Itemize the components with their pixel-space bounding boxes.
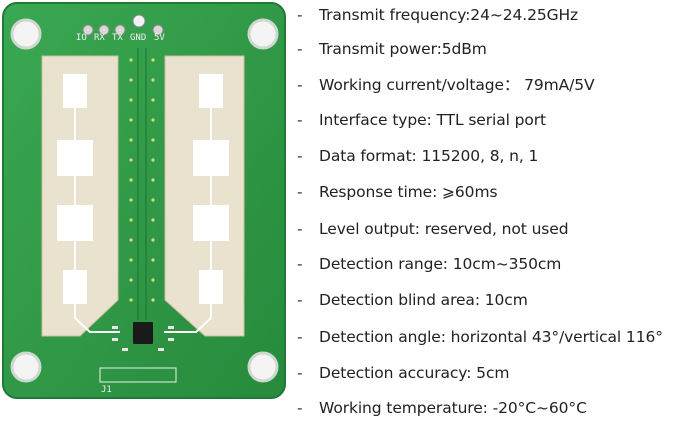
svg-text:J1: J1 — [101, 385, 112, 395]
spec-text: Detection blind area: 10cm — [319, 291, 528, 309]
spec-item-detection-range: -Detection range: 10cm~350cm — [297, 253, 561, 275]
via-rows — [129, 58, 155, 302]
center-traces — [137, 48, 147, 320]
antenna-area-right — [164, 55, 245, 337]
spec-text: Level output: reserved, not used — [319, 220, 569, 238]
spec-item-transmit-power: -Transmit power:5dBm — [297, 38, 487, 60]
spec-item-level-output: -Level output: reserved, not used — [297, 218, 569, 240]
list-dash: - — [297, 399, 303, 417]
header-pins — [82, 14, 164, 36]
spec-item-detection-blind-area: -Detection blind area: 10cm — [297, 289, 528, 311]
mounting-hole-bl — [10, 351, 42, 383]
list-dash: - — [297, 328, 303, 346]
radar-module-photo: IO RX TX GND 5V — [2, 2, 286, 399]
spec-item-detection-angle: -Detection angle: horizontal 43°/vertica… — [297, 326, 663, 348]
list-dash: - — [297, 76, 303, 94]
mounting-hole-br — [247, 351, 279, 383]
spec-item-data-format: -Data format: 115200, 8, n, 1 — [297, 145, 538, 167]
mounting-hole-tl — [10, 18, 42, 50]
spec-text: Response time: ⩾60ms — [319, 183, 498, 201]
spec-item-interface-type: -Interface type: TTL serial port — [297, 109, 546, 131]
svg-text:5V: 5V — [154, 33, 165, 43]
list-dash: - — [297, 364, 303, 382]
list-dash: - — [297, 147, 303, 165]
chip-components — [112, 326, 174, 351]
spec-text: Interface type: TTL serial port — [319, 111, 547, 129]
antenna-chain-left — [57, 74, 120, 333]
spec-text: Transmit frequency:24~24.25GHz — [319, 6, 579, 24]
spec-text: Data format: 115200, 8, n, 1 — [319, 147, 539, 165]
svg-text:GND: GND — [130, 33, 146, 43]
list-dash: - — [297, 255, 303, 273]
spec-text: Working current/voltage： 79mA/5V — [319, 76, 595, 94]
radar-chip — [133, 322, 153, 344]
spec-item-working-current-voltage: -Working current/voltage： 79mA/5V — [297, 74, 595, 96]
mounting-hole-tr — [247, 18, 279, 50]
antenna-area-left — [41, 55, 119, 337]
list-dash: - — [297, 6, 303, 24]
spec-text: Detection accuracy: 5cm — [319, 364, 510, 382]
svg-text:TX: TX — [112, 33, 123, 43]
pin-labels: IO RX TX GND 5V — [76, 33, 165, 43]
connector-j1: J1 — [99, 367, 177, 395]
spec-list: -Transmit frequency:24~24.25GHz -Transmi… — [297, 0, 683, 421]
spec-item-working-temperature: -Working temperature: -20°C~60°C — [297, 397, 587, 419]
list-dash: - — [297, 40, 303, 58]
list-dash: - — [297, 291, 303, 309]
spec-text: Transmit power:5dBm — [319, 40, 487, 58]
spec-text: Detection angle: horizontal 43°/vertical… — [319, 328, 663, 346]
list-dash: - — [297, 220, 303, 238]
spec-text: Detection range: 10cm~350cm — [319, 255, 562, 273]
list-dash: - — [297, 183, 303, 201]
svg-text:IO: IO — [76, 33, 87, 43]
spec-text: Working temperature: -20°C~60°C — [319, 399, 587, 417]
spec-item-transmit-frequency: -Transmit frequency:24~24.25GHz — [297, 4, 578, 26]
spec-item-detection-accuracy: -Detection accuracy: 5cm — [297, 362, 509, 384]
svg-text:RX: RX — [94, 33, 105, 43]
spec-item-response-time: -Response time: ⩾60ms — [297, 181, 498, 203]
antenna-chain-right — [164, 74, 229, 333]
list-dash: - — [297, 111, 303, 129]
